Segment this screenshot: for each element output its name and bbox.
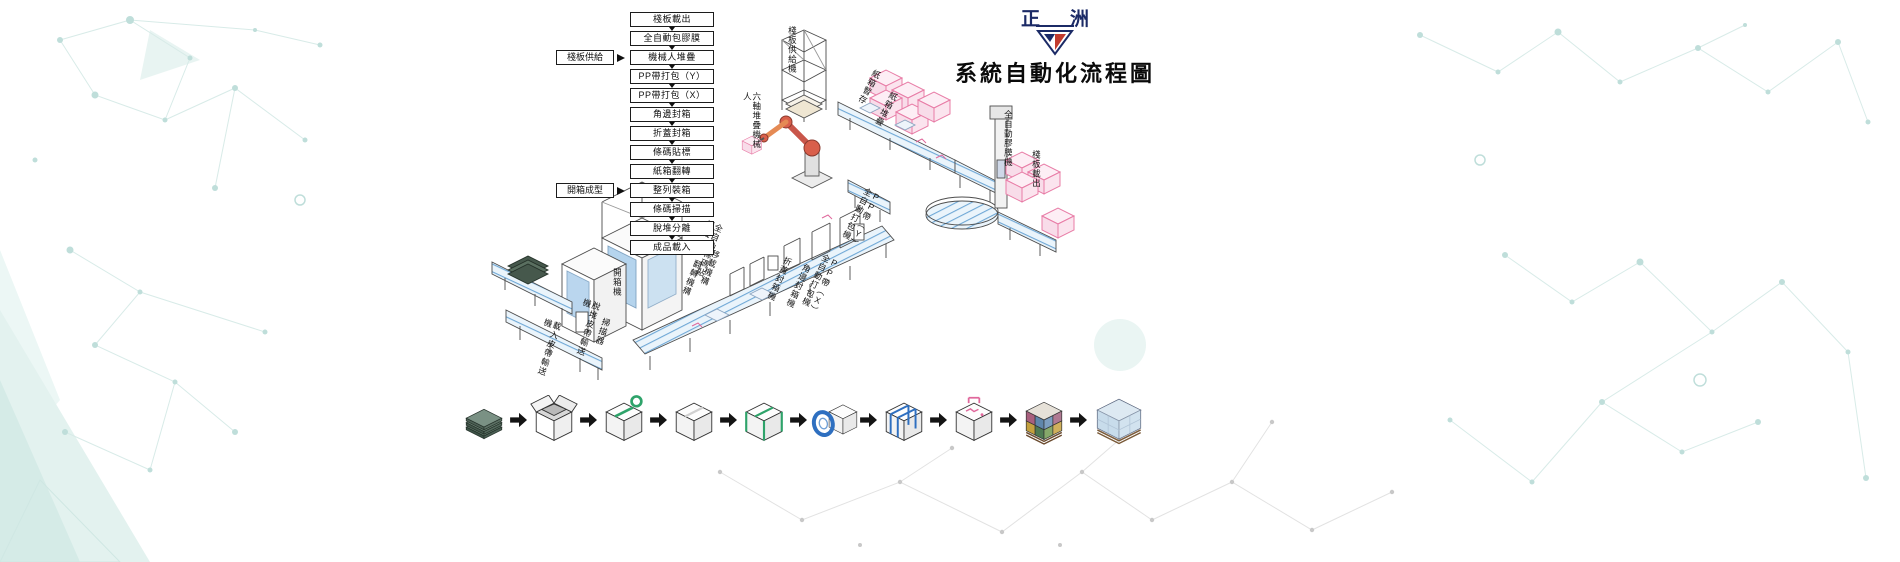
flow-step: 全自動包膠膜 [630, 31, 714, 46]
strapper-and-sealer-machines [729, 207, 865, 297]
side-feed-carton-forming: 開箱成型 [556, 183, 625, 198]
pallet-supply-tower [780, 29, 828, 122]
conveyed-cartons [703, 102, 917, 322]
machine-label-film-wrapper: 全自動膠膜機 [1003, 110, 1014, 167]
process-arrow-icon [650, 412, 667, 428]
flow-step: 成品載入 [630, 240, 714, 255]
stage-icon-flat-cartons [465, 408, 503, 440]
machine-label-pallet-supply: 棧板供給機 [787, 26, 798, 74]
flow-step: 機械人堆疊 [630, 50, 714, 65]
flow-step: PP帶打包（X） [630, 88, 714, 103]
strapper-y-conveyor [847, 179, 891, 222]
page-title: 系統自動化流程圖 [954, 61, 1155, 86]
stage-icon-wrapped-pallet [1096, 398, 1142, 445]
brand-name: 正洲 [1020, 9, 1119, 30]
packaging-stages-row [460, 392, 1148, 448]
process-arrow-icon [1000, 412, 1017, 428]
flow-arrow-down-icon [669, 46, 675, 50]
flow-arrow-down-icon [669, 198, 675, 202]
six-axis-robot [741, 115, 834, 189]
process-arrow-icon [790, 412, 807, 428]
flow-step: PP帶打包（Y） [630, 69, 714, 84]
flow-arrow-down-icon [669, 236, 675, 240]
process-arrow-icon [510, 412, 527, 428]
flow-step: 條碼貼標 [630, 145, 714, 160]
flow-arrow-down-icon [669, 141, 675, 145]
flow-arrow-down-icon [669, 217, 675, 221]
process-arrow-icon [720, 412, 737, 428]
stage-icon-edge-taped-box [745, 402, 783, 442]
flow-arrow-down-icon [669, 122, 675, 126]
upper-conveyor [837, 101, 999, 202]
process-arrow-icon [930, 412, 947, 428]
side-feed-label: 開箱成型 [556, 183, 614, 198]
stage-icon-tape-sealing [605, 395, 643, 442]
flow-step: 角邊封箱 [630, 107, 714, 122]
side-feed-label: 棧板供給 [556, 50, 614, 65]
machine-label-carton-erector: 開箱機 [612, 268, 623, 297]
flow-arrow-down-icon [669, 103, 675, 107]
pink-accent-marks [691, 138, 947, 328]
flow-step: 條碼掃描 [630, 202, 714, 217]
stage-icon-strapped-box [885, 402, 923, 442]
flow-step: 脫堆分離 [630, 221, 714, 236]
process-arrow-icon [580, 412, 597, 428]
process-arrow-icon [1070, 412, 1087, 428]
flow-arrow-down-icon [669, 65, 675, 69]
flow-arrow-down-icon [669, 84, 675, 88]
stage-icon-labeling [955, 396, 993, 442]
flow-arrow-down-icon [669, 160, 675, 164]
process-arrow-icon [860, 412, 877, 428]
stage-icon-sealed-box [675, 402, 713, 442]
flow-step: 棧板載出 [630, 12, 714, 27]
stage-icon-pp-strap-coil [811, 404, 858, 437]
process-flowchart: 棧板載出 全自動包膠膜 機械人堆疊 PP帶打包（Y） PP帶打包（X） 角邊封箱… [630, 12, 714, 255]
brand-emblem-icon [1036, 25, 1074, 56]
flow-arrow-down-icon [669, 179, 675, 183]
pallet-out-conveyor [997, 211, 1057, 256]
infeed-conveyors [491, 255, 603, 380]
flow-step: 紙箱翻轉 [630, 164, 714, 179]
machine-label-six-axis-robot: 六軸堆疊機械人 [742, 92, 762, 149]
stage-icon-erected-open-box [530, 395, 578, 442]
side-feed-pallet-supply: 棧板供給 [556, 50, 625, 65]
arrow-right-icon [617, 53, 625, 62]
arrow-right-icon [617, 186, 625, 195]
stage-icon-palletized-stack [1025, 401, 1063, 445]
brand-block: 正洲 [950, 4, 1160, 57]
flow-step: 折蓋封箱 [630, 126, 714, 141]
machine-label-pallet-out: 棧板載出 [1031, 150, 1042, 188]
flow-arrow-down-icon [669, 27, 675, 31]
flow-step: 整列裝箱 [630, 183, 714, 198]
